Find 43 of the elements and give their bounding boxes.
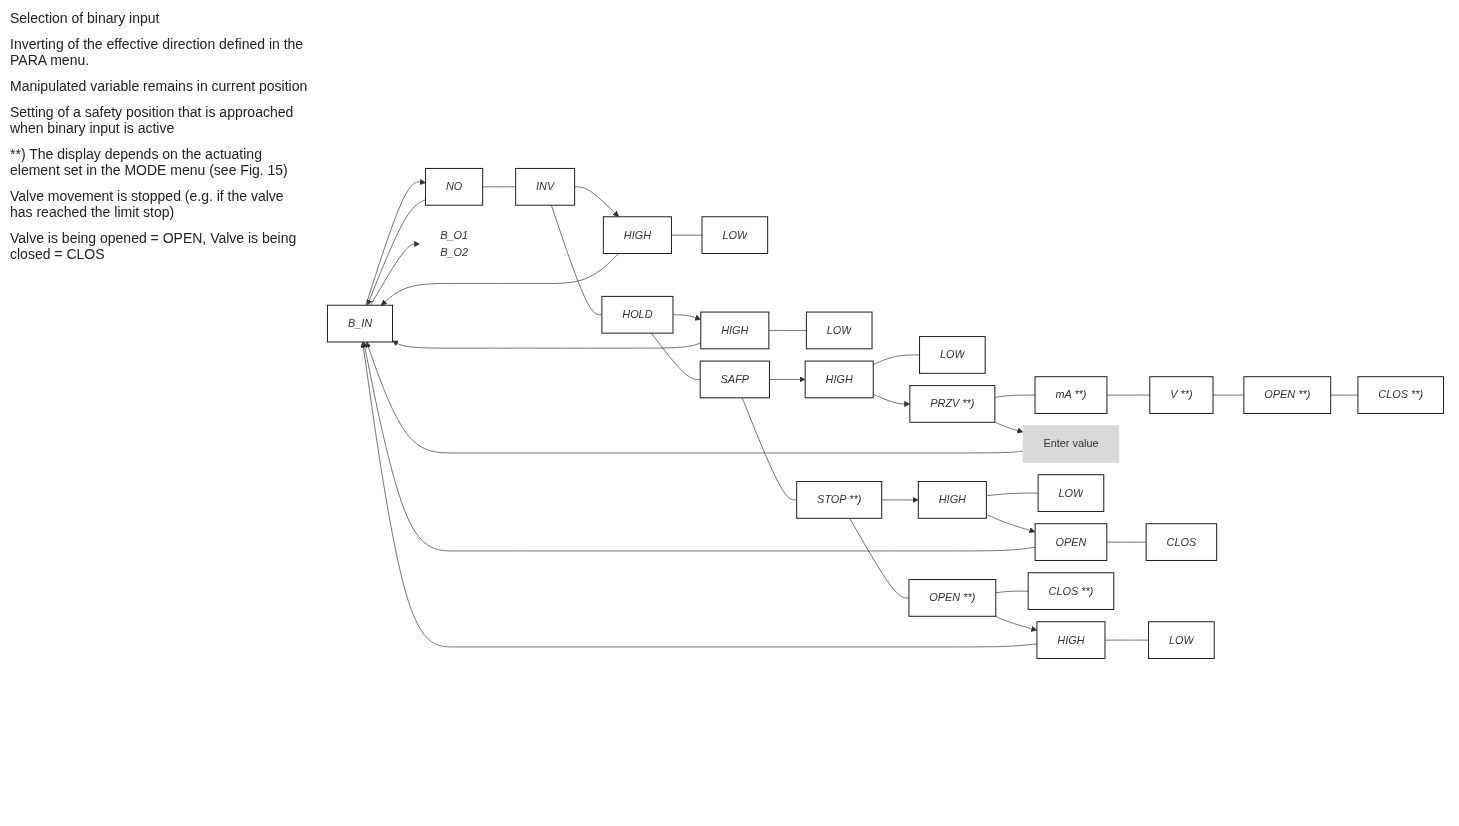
node-text: B_O1 B_O2: [440, 229, 469, 258]
node-box: LOW: [919, 335, 986, 374]
node-box: HIGH: [602, 215, 672, 254]
connector: [671, 234, 703, 235]
connector: [994, 394, 1036, 398]
node-box: HIGH: [917, 480, 987, 519]
node-box: HOLD: [601, 295, 674, 334]
node-box: B_IN: [326, 304, 393, 343]
node-box: PRZV **): [909, 384, 996, 423]
node-box: HIGH: [804, 360, 874, 398]
node-box: CLOS **): [1027, 571, 1115, 610]
note-text: Valve is being opened = OPEN, Valve is being closed = CLOS: [10, 230, 298, 262]
node-box: LOW: [1037, 473, 1105, 512]
node-box: NO: [425, 167, 484, 206]
node-box: HIGH: [700, 311, 770, 349]
note-text: Inverting of the effective direction defined in the PARA menu.: [10, 36, 305, 68]
node-box: CLOS: [1145, 522, 1218, 561]
connector: [768, 329, 807, 331]
node-box: mA **): [1034, 375, 1108, 414]
node-box: OPEN **): [908, 578, 997, 617]
node-box: STOP **): [796, 480, 883, 519]
node-box: OPEN **): [1243, 375, 1332, 414]
node-box: CLOS **): [1357, 375, 1445, 414]
node-box: LOW: [1148, 620, 1215, 659]
connector: [651, 332, 701, 380]
node-box: OPEN: [1034, 522, 1108, 561]
note-text: **) The display depends on the actuating element set in the MODE menu (see Fig. 15): [10, 146, 289, 178]
note-text: Selection of binary input: [10, 10, 161, 26]
connector: [1106, 541, 1147, 542]
node-box: V **): [1149, 375, 1214, 414]
note-text: Valve movement is stopped (e.g. if the valve has reached the limit stop): [10, 188, 285, 220]
node-box: SAFP: [699, 360, 770, 398]
note-text: Manipulated variable remains in current position: [10, 78, 309, 94]
note-text: Setting of a safety position that is approached when binary input is active: [10, 104, 295, 136]
connector: [995, 590, 1029, 593]
connector: [986, 492, 1039, 496]
node-box: HIGH: [1036, 620, 1106, 659]
node-box: LOW: [805, 311, 873, 349]
connector: [1104, 639, 1149, 640]
node-box: INV: [515, 167, 576, 206]
connector: [482, 186, 516, 187]
node-box: Enter value: [1022, 424, 1120, 463]
node-box: LOW: [701, 215, 769, 254]
